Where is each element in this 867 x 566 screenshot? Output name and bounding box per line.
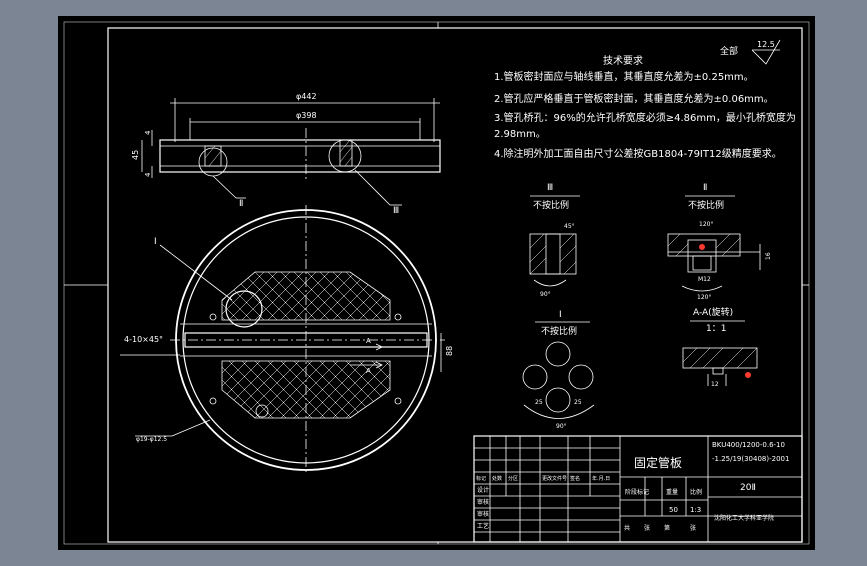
dim-a120a: 120° [699, 221, 713, 228]
dim-w16: 16 [765, 252, 772, 260]
th-zone: 分区 [508, 475, 518, 482]
part-name: 固定管板 [634, 455, 682, 470]
callout-ii: Ⅱ [239, 199, 243, 209]
dim-d25b: 25 [574, 399, 582, 406]
detail-iii-scale: 不按比例 [533, 199, 569, 211]
roughness-symbol: 12.5 [751, 39, 781, 65]
company-name: 沈阳化工大学科亚学院 [714, 514, 774, 522]
tech-req-title: 技术要求 [603, 54, 643, 67]
border-ticks [64, 22, 809, 544]
tech-req-item: 4.除注明外加工面自由尺寸公差按GB1804-79IT12级精度要求。 [494, 147, 782, 160]
dim-t4b: 4 [144, 172, 152, 177]
section-mark-a1: A [366, 337, 371, 345]
quantity-value: 50 [669, 506, 678, 514]
dim-a90: 90° [540, 291, 551, 298]
dim-d25a: 25 [535, 399, 543, 406]
callout-iii: Ⅲ [393, 206, 399, 216]
th-change: 更改文件号 [542, 475, 567, 482]
tech-req-item: 2.管孔应严格垂直于管板密封面，其垂直度允差为±0.06mm。 [494, 92, 774, 105]
dim-a90b: 90° [556, 423, 567, 430]
dim-s12: 12 [711, 381, 719, 388]
tech-req-item: 3.管孔桥孔：96%的允许孔桥宽度必须≥4.86mm，最小孔桥宽度为 [494, 111, 796, 124]
tech-req-item: 1.管板密封面应与轴线垂直，其垂直度允差为±0.25mm。 [494, 70, 754, 83]
row-review: 审核 [477, 510, 489, 518]
dim-t45: 45 [131, 150, 140, 160]
part-code-1: BKU400/1200-0.6-10 [712, 441, 785, 449]
part-code-2: -1.25/19(30408)-2001 [712, 455, 789, 463]
detail-i-label: Ⅰ [559, 310, 562, 320]
drawing-number: 20Ⅱ [740, 483, 756, 493]
sheet-unit-label: 张 [644, 524, 650, 532]
detail-ii: Ⅱ 不按比例 16 M12 120° 120° [667, 183, 772, 301]
detail-ii-label: Ⅱ [703, 183, 707, 193]
tech-req-item: 2.98mm。 [494, 129, 546, 140]
callout-i: Ⅰ [154, 237, 157, 247]
row-check: 审核 [477, 498, 489, 506]
dim-m12: M12 [698, 276, 711, 283]
sheet-total-label: 共 [624, 524, 630, 532]
sheet-unit-label: 张 [690, 524, 696, 532]
detail-aa-scale: 1：1 [706, 324, 726, 334]
detail-iii-label: Ⅲ [547, 183, 553, 193]
ratio-header: 比例 [690, 488, 702, 496]
title-block: 固定管板 BKU400/1200-0.6-10 -1.25/19(30408)-… [473, 435, 803, 543]
stage-mark-header: 阶段标记 [625, 488, 649, 496]
dim-h88: 88 [445, 346, 454, 356]
weight-header: 重量 [666, 488, 678, 496]
section-mark-a2: A [366, 367, 371, 375]
dim-d442: φ442 [296, 92, 317, 101]
detail-ii-scale: 不按比例 [688, 199, 724, 211]
plan-view: Ⅰ 4-10×45° A A 88 φ19-φ12.5 [120, 205, 454, 475]
dim-d398: φ398 [296, 111, 317, 120]
scale-value: 1:3 [690, 506, 701, 514]
detail-aa-label: A-A(旋转) [693, 306, 733, 318]
row-design: 设计 [477, 486, 489, 494]
detail-i: Ⅰ 不按比例 90° 25 25 [522, 310, 595, 430]
th-date: 年.月.日 [592, 475, 610, 482]
sheet-index-label: 第 [664, 524, 670, 532]
detail-aa: A-A(旋转) 1：1 12 [682, 306, 758, 388]
dim-t4a: 4 [144, 130, 152, 135]
dim-small-hole: φ19-φ12.5 [136, 436, 167, 443]
detail-i-scale: 不按比例 [541, 325, 577, 337]
detail-iii: Ⅲ 不按比例 45° 90° [529, 183, 580, 298]
th-sign: 签名 [570, 475, 580, 482]
section-view: φ442 φ398 Ⅱ Ⅲ 45 4 4 [131, 92, 441, 216]
roughness-value: 12.5 [757, 40, 775, 49]
dim-a120b: 120° [697, 294, 711, 301]
th-count: 处数 [492, 475, 502, 482]
th-mark: 标记 [476, 475, 486, 482]
roughness-label: 全部 [720, 45, 738, 57]
tech-req-list: 1.管板密封面应与轴线垂直，其垂直度允差为±0.25mm。 2.管孔应严格垂直于… [494, 70, 796, 160]
row-process: 工艺 [477, 522, 489, 530]
dim-a45: 45° [564, 223, 575, 230]
dim-chamfer: 4-10×45° [124, 335, 163, 344]
